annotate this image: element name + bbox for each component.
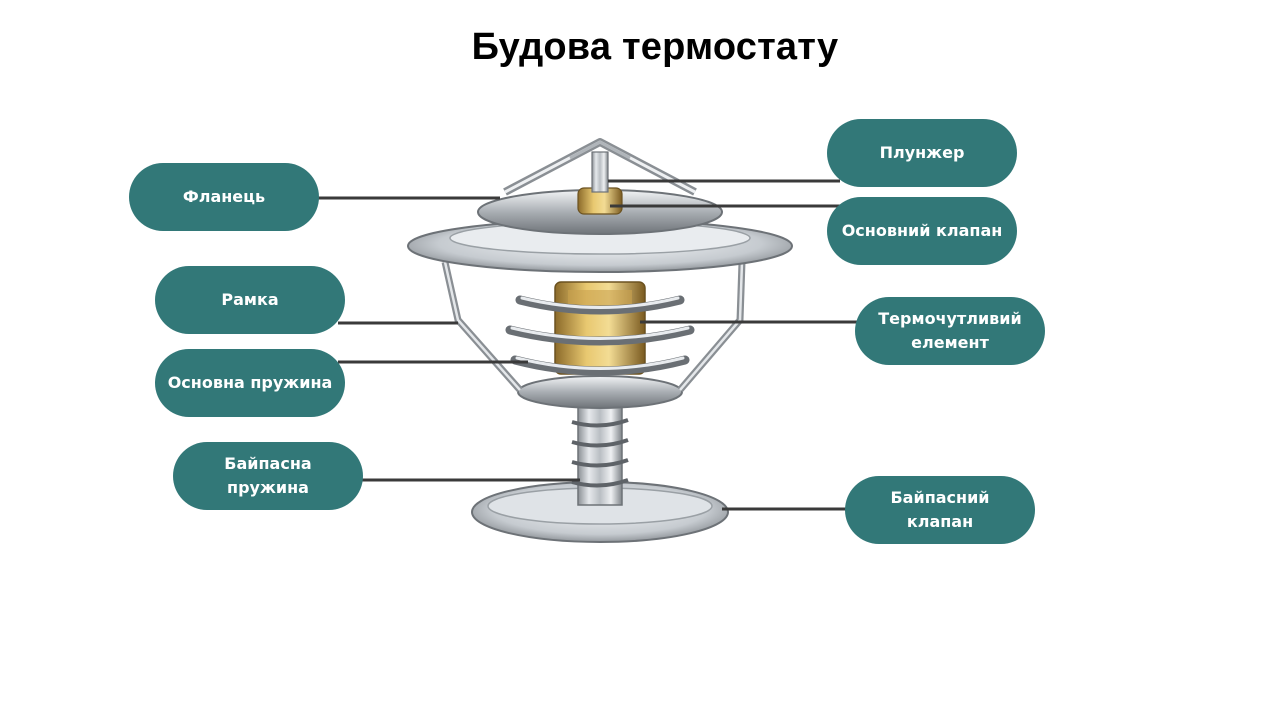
label-plunger: Плунжер: [827, 119, 1017, 187]
label-main-valve: Основний клапан: [827, 197, 1017, 265]
label-thermo-element-text: Термочутливий елемент: [878, 309, 1022, 352]
label-bypass-spring: Байпасна пружина: [173, 442, 363, 510]
label-plunger-text: Плунжер: [879, 143, 965, 162]
label-frame: Рамка: [155, 266, 345, 334]
label-frame-text: Рамка: [221, 290, 279, 309]
label-main-spring-text: Основна пружина: [167, 373, 333, 392]
label-thermo-element: Термочутливий елемент: [855, 297, 1045, 365]
label-bypass-spring-text: Байпасна пружина: [224, 454, 312, 497]
leader-lines: [318, 179, 858, 511]
label-flange-text: Фланець: [182, 187, 266, 206]
label-main-spring: Основна пружина: [155, 349, 345, 417]
label-bypass-valve: Байпасний клапан: [845, 476, 1035, 544]
label-main-valve-text: Основний клапан: [841, 221, 1003, 240]
thermostat-illustration: [407, 138, 793, 543]
label-flange: Фланець: [129, 163, 319, 231]
label-bypass-valve-text: Байпасний клапан: [890, 488, 990, 531]
page-title: Будова термостату: [471, 26, 839, 68]
